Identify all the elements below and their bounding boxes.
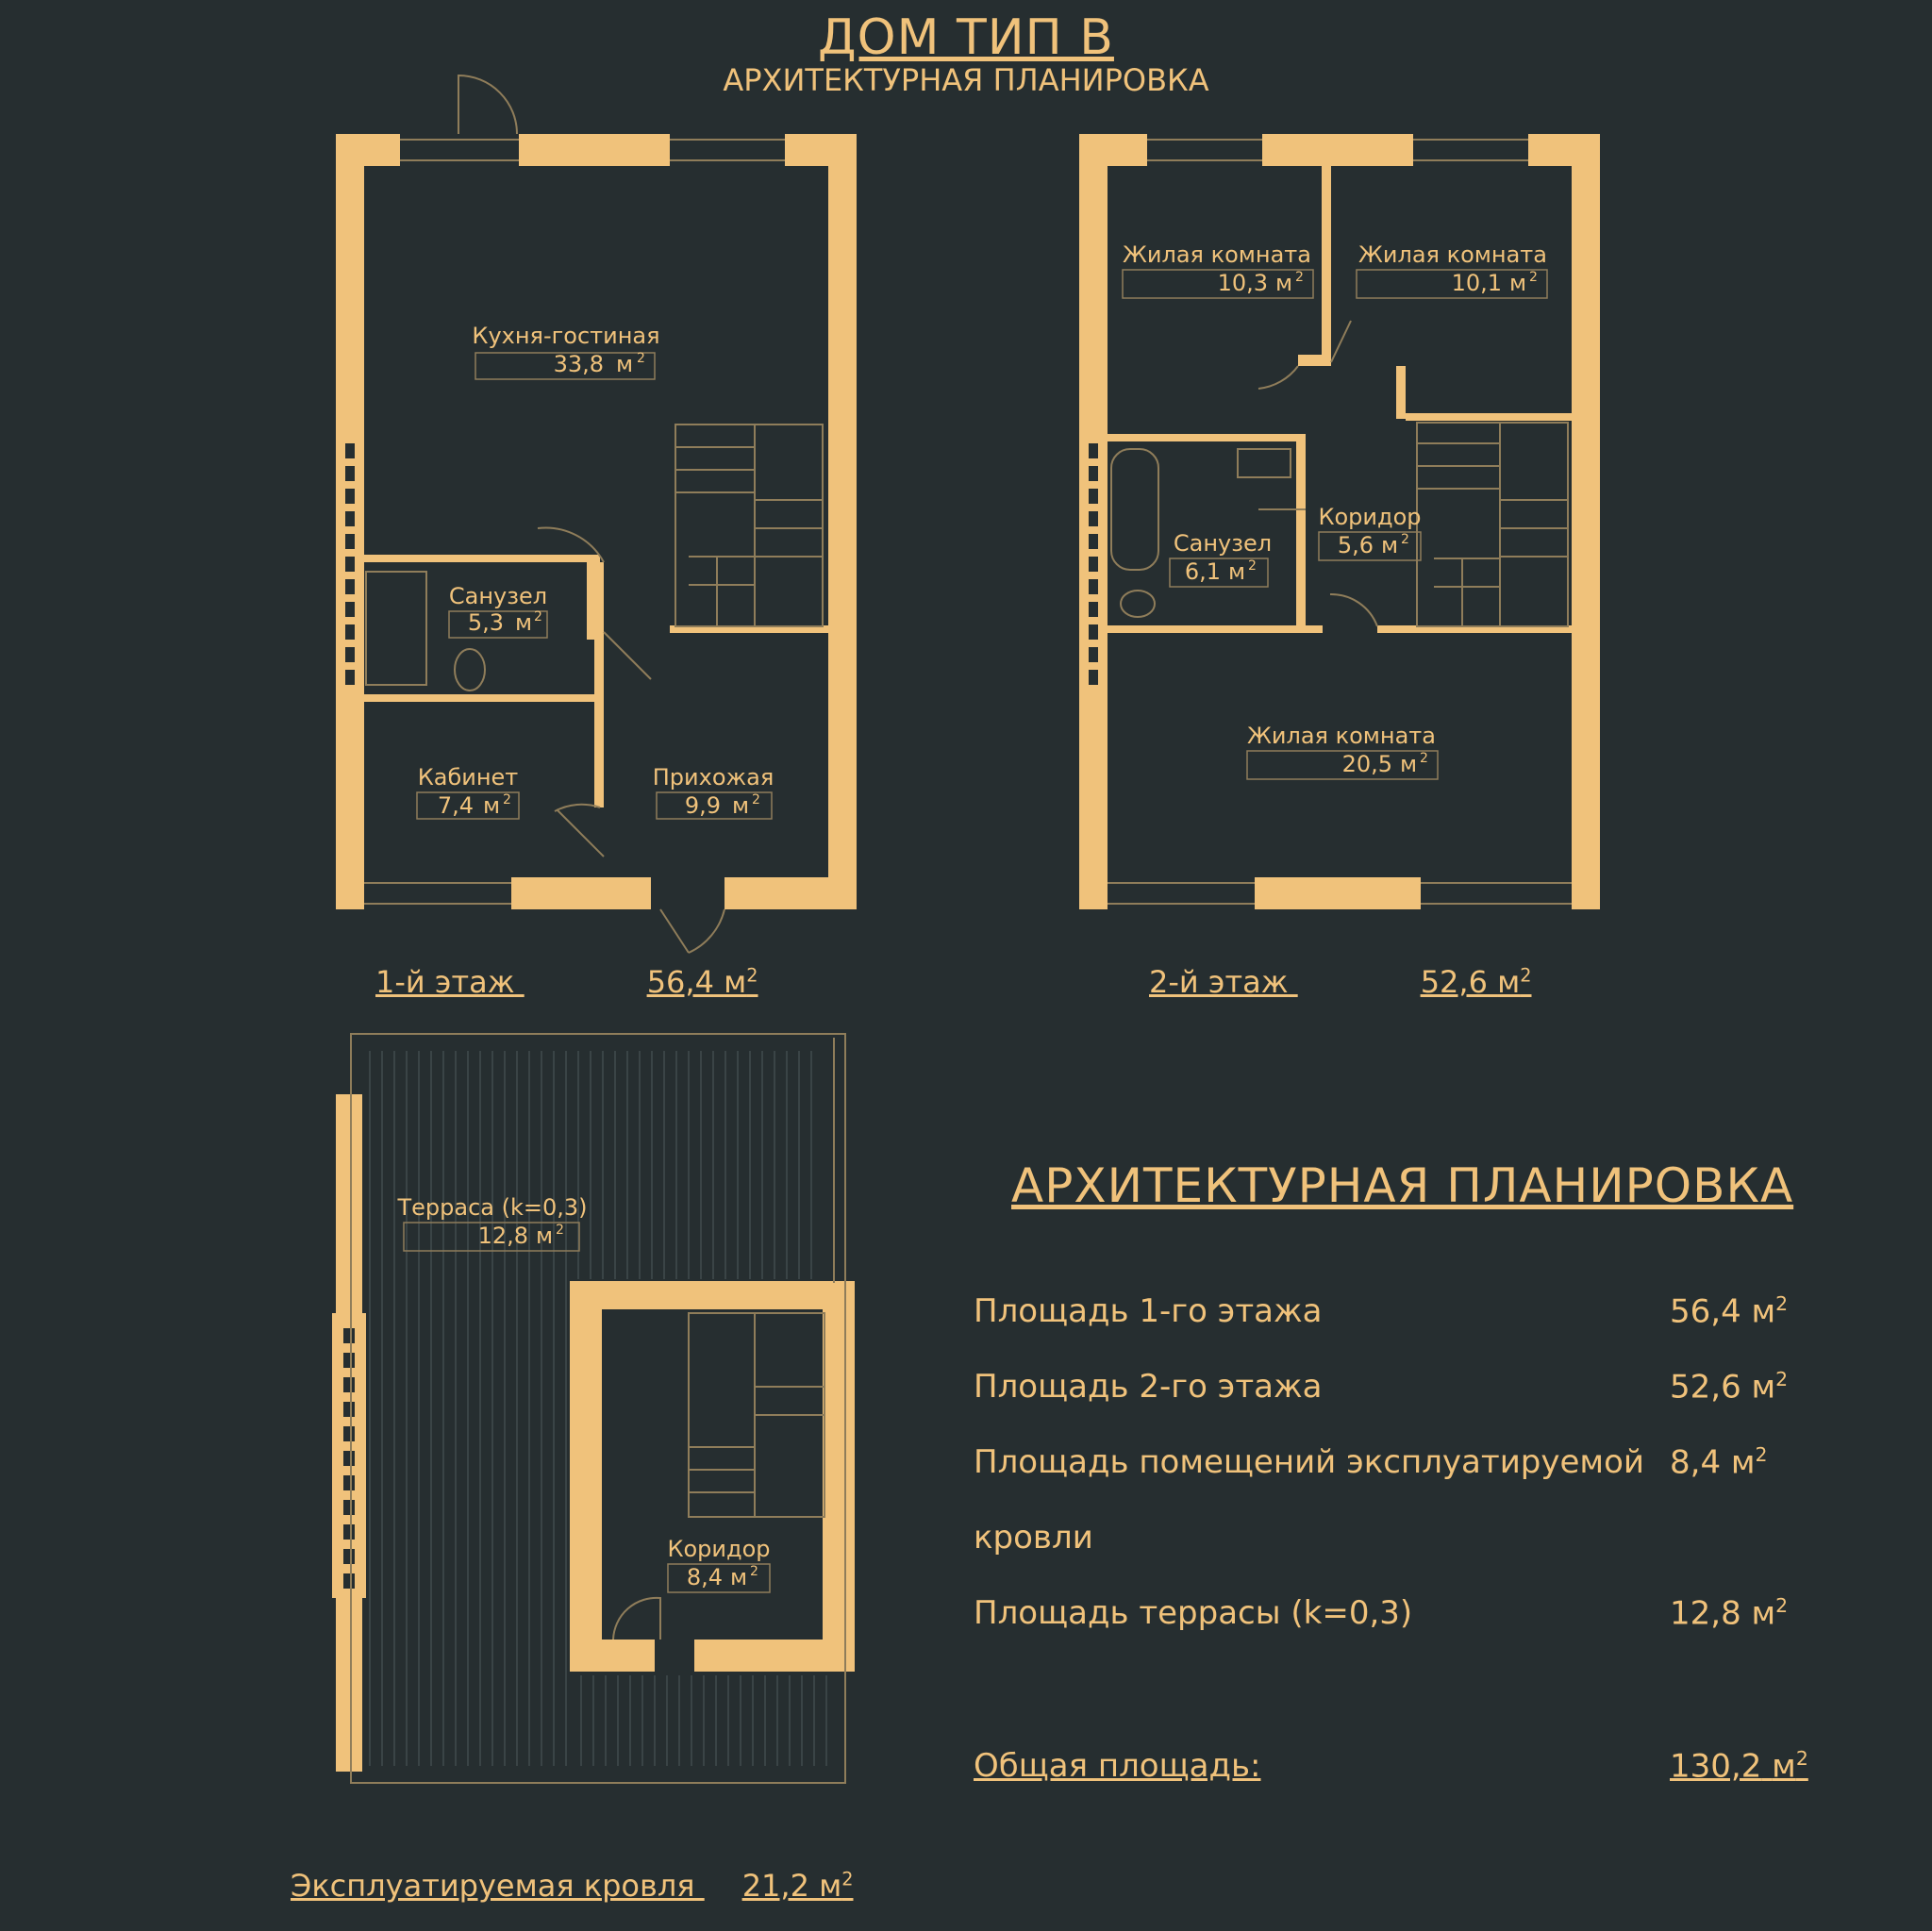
room-name: Кухня-гостиная bbox=[472, 323, 659, 349]
summary-total-label: Общая площадь: bbox=[974, 1747, 1261, 1785]
svg-text:м: м bbox=[515, 609, 532, 636]
roof-caption-area: 21,2 м2 bbox=[741, 1868, 854, 1904]
room-area: 6,1 bbox=[1185, 558, 1221, 585]
room-name: Коридор bbox=[1318, 504, 1421, 530]
room-area: 20,5 bbox=[1342, 751, 1392, 777]
summary-row-value: 56,4 м2 bbox=[1670, 1292, 1789, 1331]
summary-title: АРХИТЕКТУРНАЯ ПЛАНИРОВКА bbox=[1011, 1158, 1794, 1213]
floor1-caption-label: 1-й этаж bbox=[375, 964, 515, 1000]
svg-text:м: м bbox=[483, 792, 500, 819]
svg-text:2: 2 bbox=[503, 792, 511, 807]
room-name: Жилая комната bbox=[1358, 241, 1547, 268]
summary-row-value: 52,6 м2 bbox=[1670, 1368, 1789, 1407]
terrace-decking bbox=[369, 1051, 827, 1766]
room-name: Санузел bbox=[1174, 530, 1272, 557]
svg-text:2: 2 bbox=[1529, 270, 1538, 285]
room-area: 12,8 bbox=[478, 1223, 528, 1249]
summary-row-label-cont: кровли bbox=[974, 1519, 1093, 1556]
svg-text:2: 2 bbox=[637, 351, 645, 366]
walls bbox=[332, 134, 1600, 1772]
floor2-caption-label: 2-й этаж bbox=[1149, 964, 1289, 1000]
room-name: Кабинет bbox=[418, 764, 519, 791]
floor1-rooms: Кухня-гостиная 33,8 м 2 Санузел 5,3 м 2 … bbox=[416, 323, 774, 820]
svg-text:м: м bbox=[1400, 751, 1417, 777]
summary-row-label: Площадь 1-го этажа bbox=[974, 1292, 1323, 1330]
floor2-rooms: Жилая комната 10,3 м 2 Жилая комната 10,… bbox=[1122, 241, 1548, 780]
svg-text:2: 2 bbox=[752, 792, 760, 807]
svg-text:2: 2 bbox=[1420, 751, 1428, 766]
svg-text:м: м bbox=[732, 792, 749, 819]
svg-text:2: 2 bbox=[556, 1223, 564, 1238]
page-subtitle: АРХИТЕКТУРНАЯ ПЛАНИРОВКА bbox=[723, 62, 1209, 98]
floor1-caption-area: 56,4 м2 bbox=[646, 964, 758, 1000]
room-name: Жилая комната bbox=[1123, 241, 1311, 268]
svg-text:м: м bbox=[1509, 270, 1526, 296]
summary-total-value: 130,2 м2 bbox=[1670, 1747, 1808, 1786]
f1-wall-top-b bbox=[519, 134, 670, 166]
svg-text:2: 2 bbox=[1401, 532, 1409, 547]
roof-rooms: Терраса (k=0,3) 12,8 м 2 Коридор 8,4 м 2 bbox=[396, 1194, 771, 1593]
summary-row-value: 12,8 м2 bbox=[1670, 1594, 1789, 1633]
summary-row-label: Площадь помещений эксплуатируемой bbox=[974, 1443, 1644, 1481]
roof-caption-label: Эксплуатируемая кровля bbox=[291, 1868, 695, 1904]
summary-row-label: Площадь 2-го этажа bbox=[974, 1368, 1323, 1406]
page-title: ДОМ ТИП В bbox=[818, 9, 1114, 66]
svg-text:м: м bbox=[730, 1564, 747, 1590]
svg-text:2: 2 bbox=[750, 1564, 758, 1579]
f1-wall-right bbox=[828, 134, 857, 909]
room-name: Терраса (k=0,3) bbox=[396, 1194, 587, 1221]
room-area: 8,4 bbox=[687, 1564, 723, 1590]
svg-text:м: м bbox=[536, 1223, 553, 1249]
room-name: Жилая комната bbox=[1247, 723, 1436, 749]
summary-row-value: 8,4 м2 bbox=[1670, 1443, 1768, 1482]
f1-entry-door bbox=[458, 74, 518, 135]
f1-wall-bottom-b bbox=[724, 877, 857, 909]
room-area: 10,3 bbox=[1218, 270, 1268, 296]
room-name: Коридор bbox=[667, 1536, 770, 1562]
f1-wall-top-a bbox=[336, 134, 400, 166]
window-slots bbox=[343, 443, 1098, 1589]
room-area: 10,1 bbox=[1452, 270, 1502, 296]
svg-text:2: 2 bbox=[1295, 270, 1304, 285]
room-area: 5,3 bbox=[468, 609, 504, 636]
plan-details bbox=[350, 74, 1572, 1784]
f2-wall-right bbox=[1572, 134, 1600, 909]
svg-text:м: м bbox=[1275, 270, 1292, 296]
svg-text:м: м bbox=[1381, 532, 1398, 558]
floor2-caption-area: 52,6 м2 bbox=[1420, 964, 1532, 1000]
summary-row-label: Площадь террасы (k=0,3) bbox=[974, 1594, 1413, 1632]
room-unit: м bbox=[616, 351, 633, 377]
floor2-caption: 2-й этаж 52,6 м2 bbox=[1149, 964, 1531, 1000]
room-name: Прихожая bbox=[653, 764, 774, 791]
svg-text:2: 2 bbox=[534, 609, 542, 624]
room-area: 5,6 bbox=[1338, 532, 1374, 558]
f1-wall-bottom-a bbox=[511, 877, 651, 909]
room-name: Санузел bbox=[449, 583, 547, 609]
svg-text:м: м bbox=[1228, 558, 1245, 585]
room-area: 9,9 bbox=[685, 792, 721, 819]
room-area: 7,4 bbox=[438, 792, 474, 819]
svg-text:2: 2 bbox=[1248, 558, 1257, 574]
room-area: 33,8 bbox=[554, 351, 604, 377]
floor1-caption: 1-й этаж 56,4 м2 bbox=[375, 964, 758, 1000]
f1-wall-top-c bbox=[785, 134, 857, 166]
roof-caption: Эксплуатируемая кровля 21,2 м2 bbox=[291, 1868, 853, 1904]
